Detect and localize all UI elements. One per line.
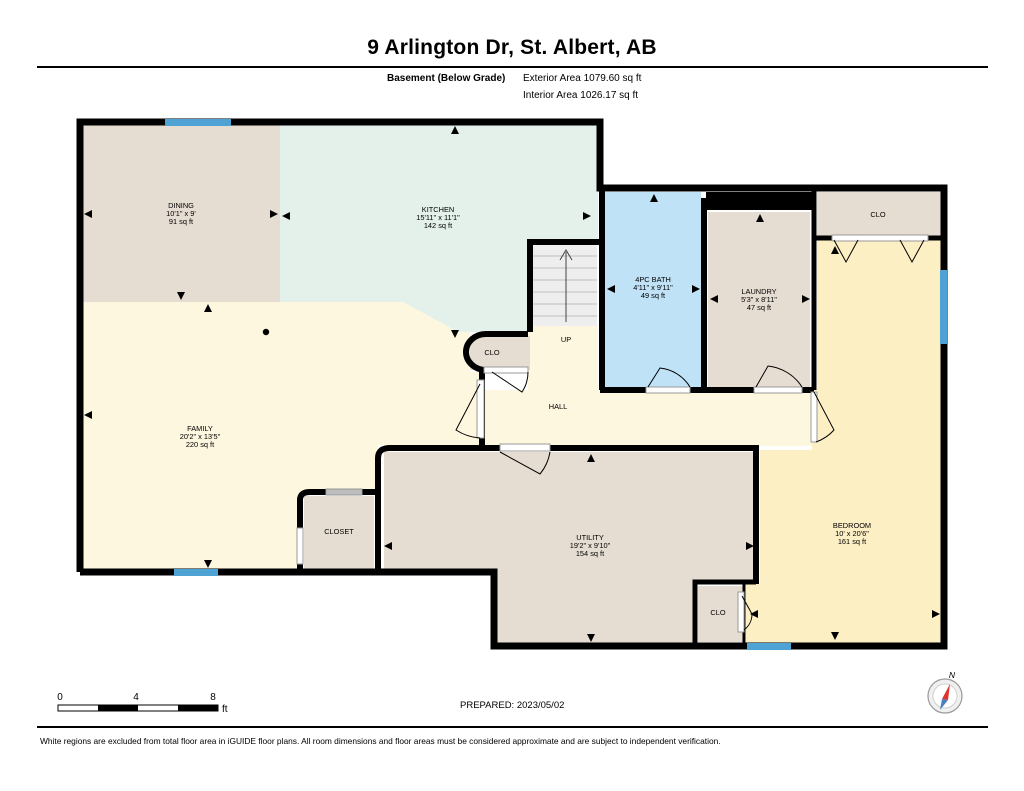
scale-unit: ft — [222, 704, 228, 715]
laundry-dims: 5'3" x 8'11" — [741, 295, 777, 304]
scale-tick-8: 8 — [210, 692, 216, 703]
header-rule — [37, 66, 988, 68]
dining-area: 91 sq ft — [169, 217, 193, 226]
utility-dims: 19'2" x 9'10" — [570, 541, 611, 550]
clo-mid-name: CLO — [484, 348, 499, 357]
clo-mid-fill — [470, 336, 530, 370]
family-name: FAMILY — [187, 424, 213, 433]
room-fills — [82, 124, 941, 644]
interior-area: Interior Area 1026.17 sq ft — [523, 90, 639, 101]
dining-fill — [82, 124, 280, 302]
dimension-arrows — [84, 126, 940, 642]
hall-name: HALL — [549, 402, 568, 411]
bedroom-name: BEDROOM — [833, 521, 871, 530]
laundry-fill — [708, 212, 810, 387]
bath-area: 49 sq ft — [641, 291, 665, 300]
stairs — [533, 249, 597, 322]
utility-fill — [384, 452, 755, 644]
compass-label: N — [949, 670, 956, 680]
kitchen-area: 142 sq ft — [424, 221, 452, 230]
family-dims: 20'2" x 13'5" — [180, 432, 221, 441]
scale-tick-4: 4 — [133, 692, 139, 703]
clo-top-fill — [817, 192, 941, 236]
closet-fill — [304, 496, 374, 570]
disclaimer: White regions are excluded from total fl… — [40, 736, 721, 746]
utility-name: UTILITY — [576, 533, 604, 542]
window-bedroom-side — [940, 270, 947, 344]
bedroom-fill — [746, 240, 941, 644]
clo-bottom-fill — [698, 586, 744, 642]
window-bedroom-bottom — [747, 643, 791, 650]
up-area-fill — [528, 326, 598, 390]
floor-label: Basement (Below Grade) — [387, 73, 506, 84]
window-family — [174, 569, 218, 576]
fixture-dot — [262, 328, 270, 336]
dining-name: DINING — [168, 201, 194, 210]
bedroom-area: 161 sq ft — [838, 537, 866, 546]
window-dining — [165, 119, 231, 126]
windows — [165, 119, 947, 650]
family-fill — [82, 302, 480, 572]
prepared-date: PREPARED: 2023/05/02 — [460, 700, 565, 711]
hall-fill — [484, 390, 812, 446]
compass-icon: N — [927, 670, 963, 714]
scale-bar: 0 4 8 ft — [57, 692, 228, 715]
clo-top-name: CLO — [870, 210, 885, 219]
walls — [76, 118, 948, 650]
scale-tick-0: 0 — [57, 692, 63, 703]
kitchen-name: KITCHEN — [422, 205, 454, 214]
kitchen-fill — [280, 124, 598, 332]
utility-area: 154 sq ft — [576, 549, 604, 558]
bath-name: 4PC BATH — [635, 275, 671, 284]
family-area: 220 sq ft — [186, 440, 214, 449]
dining-dims: 10'1" x 9' — [166, 209, 196, 218]
closet-name: CLOSET — [324, 527, 354, 536]
bedroom-dims: 10' x 20'6" — [835, 529, 869, 538]
up-name: UP — [561, 335, 571, 344]
page-title: 9 Arlington Dr, St. Albert, AB — [367, 36, 657, 59]
laundry-name: LAUNDRY — [741, 287, 776, 296]
exterior-area: Exterior Area 1079.60 sq ft — [523, 73, 642, 84]
bath-fill — [605, 192, 701, 387]
stairs-fill — [533, 244, 597, 326]
doors — [296, 234, 929, 633]
footer-rule — [37, 726, 988, 728]
clo-bottom-name: CLO — [710, 608, 725, 617]
bath-dims: 4'11" x 9'11" — [633, 283, 673, 292]
laundry-area: 47 sq ft — [747, 303, 771, 312]
kitchen-dims: 15'11" x 11'1" — [416, 213, 460, 222]
